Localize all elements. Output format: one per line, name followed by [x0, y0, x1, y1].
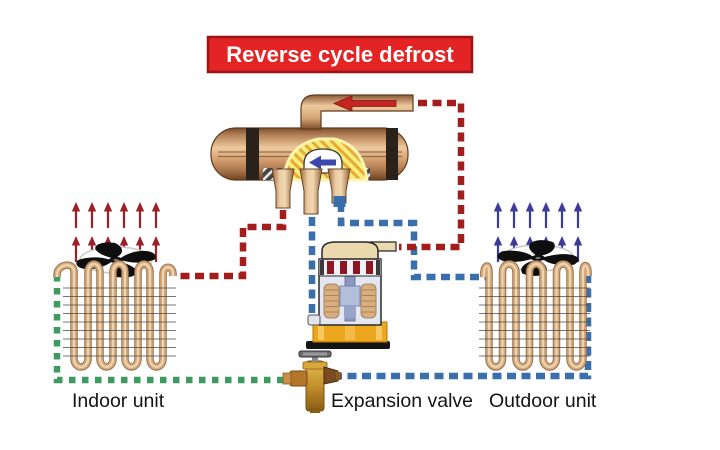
indoor-unit-label: Indoor unit: [72, 390, 165, 412]
expansion-valve-icon: [282, 350, 341, 413]
outdoor-unit: Outdoor unit: [479, 200, 597, 412]
indoor-coil: [53, 260, 177, 371]
outdoor-coil-fins: [479, 287, 590, 357]
compressor-suction-port: [307, 314, 321, 326]
hot-gas-flow-arrow-icon: [332, 95, 397, 112]
valve-port-pipe-middle: [299, 168, 323, 215]
compressor-windings: [323, 283, 377, 319]
slide-direction-arrow-icon: [309, 155, 336, 170]
diagram-title: Reverse cycle defrost: [226, 42, 454, 67]
reversing-valve-icon: [210, 94, 414, 215]
compressor-icon: [306, 241, 397, 349]
compressor-dome: [321, 241, 379, 260]
outdoor-unit-label: Outdoor unit: [489, 390, 597, 412]
indoor-unit: Indoor unit: [53, 200, 177, 412]
expansion-valve-right-port: [323, 366, 339, 385]
valve-band-right: [386, 128, 398, 180]
valve-port-pipe-right: [327, 168, 351, 204]
title-banner-box: [206, 35, 474, 74]
expansion-valve-left-port: [289, 370, 308, 387]
outdoor-coil: [479, 260, 592, 371]
valve-band-left: [246, 128, 259, 180]
valve-to-outdoor-line: [337, 203, 486, 281]
title-banner: Reverse cycle defrost: [206, 35, 474, 74]
compressor-discharge-line: [399, 99, 465, 251]
indoor-coil-fins: [63, 287, 176, 357]
indoor-fan-icon: [76, 242, 156, 278]
valve-port-pipe-left: [271, 168, 295, 209]
compressor-base-plate: [306, 341, 390, 349]
refrigerant-lines: [53, 99, 592, 384]
liquid-line-green: [53, 275, 289, 384]
expansion-valve-label: Expansion valve: [331, 390, 473, 412]
outdoor-to-expansion-line: [340, 274, 592, 380]
